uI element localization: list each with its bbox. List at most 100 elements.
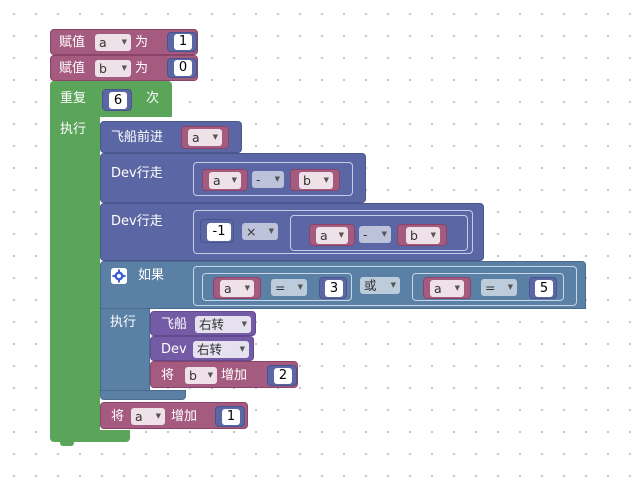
operator-dropdown[interactable]: -▼: [252, 171, 284, 188]
chevron-down-icon: ▼: [338, 231, 344, 239]
repeat-loop-arm: [50, 116, 100, 436]
logic-or-block[interactable]: a▼ =▼ 3 或▼ a▼ =▼ 5: [193, 266, 577, 306]
chevron-down-icon: ▼: [454, 284, 460, 292]
variable-dropdown-a[interactable]: a▼: [188, 129, 222, 146]
number-block[interactable]: 2: [267, 365, 297, 386]
repeat-keyword: 重复: [60, 91, 87, 106]
if-block-arm: [100, 308, 150, 394]
chevron-down-icon: ▼: [381, 230, 387, 238]
number-field[interactable]: -1: [207, 223, 231, 241]
logic-operator-dropdown[interactable]: 或▼: [360, 277, 400, 294]
number-block[interactable]: 5: [529, 277, 557, 299]
chevron-down-icon: ▼: [268, 227, 274, 235]
repeat-loop-block[interactable]: 重复 6 次: [50, 81, 172, 117]
chevron-down-icon: ▼: [212, 133, 218, 141]
repeat-loop-tab: [60, 440, 74, 446]
number-field[interactable]: 2: [274, 368, 292, 384]
compare-block[interactable]: a▼ =▼ 5: [412, 273, 564, 301]
number-block[interactable]: 6: [102, 89, 132, 111]
chevron-down-icon: ▼: [241, 320, 247, 328]
ship-turn-label: 飞船: [161, 317, 188, 332]
repeat-loop-bottom: [50, 430, 130, 442]
if-block-bottom: [100, 390, 186, 400]
direction-dropdown[interactable]: 右转▼: [193, 341, 249, 358]
chevron-down-icon: ▼: [231, 176, 237, 184]
variable-block-a[interactable]: a▼: [423, 277, 471, 299]
if-keyword: 如果: [138, 268, 165, 283]
chevron-down-icon: ▼: [507, 283, 513, 291]
to-keyword: 为: [135, 35, 149, 50]
chevron-down-icon: ▼: [207, 371, 213, 379]
to-keyword: 为: [135, 61, 149, 76]
by-keyword: 增加: [221, 368, 248, 383]
number-field[interactable]: 0: [174, 60, 192, 76]
chevron-down-icon: ▼: [121, 64, 127, 72]
change-keyword: 将: [161, 368, 175, 383]
chevron-down-icon: ▼: [430, 231, 436, 239]
variable-block-b[interactable]: b▼: [397, 224, 447, 246]
set-variable-b-block[interactable]: 赋值 b▼ 为 0: [50, 55, 198, 81]
variable-dropdown-a[interactable]: a▼: [430, 280, 464, 297]
chevron-down-icon: ▼: [121, 38, 127, 46]
variable-dropdown-b[interactable]: b▼: [406, 227, 440, 244]
arithmetic-block[interactable]: a▼ -▼ b▼: [193, 162, 353, 196]
variable-dropdown-b[interactable]: b▼: [95, 60, 131, 77]
chevron-down-icon: ▼: [155, 412, 161, 420]
compare-block[interactable]: a▼ =▼ 3: [202, 273, 352, 301]
set-variable-a-block[interactable]: 赋值 a▼ 为 1: [50, 29, 198, 55]
chevron-down-icon: ▼: [244, 284, 250, 292]
by-keyword: 增加: [171, 409, 198, 424]
number-block[interactable]: -1: [200, 219, 234, 243]
chevron-down-icon: ▼: [390, 281, 396, 289]
number-field[interactable]: 1: [222, 409, 240, 425]
chevron-down-icon: ▼: [239, 345, 245, 353]
number-field[interactable]: 3: [325, 280, 343, 297]
do-keyword: 执行: [60, 122, 87, 137]
direction-dropdown[interactable]: 右转▼: [195, 316, 251, 333]
number-block[interactable]: 1: [215, 406, 245, 427]
variable-block-a[interactable]: a▼: [213, 277, 261, 299]
variable-dropdown-a[interactable]: a▼: [220, 280, 254, 297]
if-block-header[interactable]: 如果 a▼ =▼ 3 或▼ a▼ =▼: [100, 261, 586, 309]
operator-dropdown[interactable]: -▼: [359, 226, 391, 243]
ship-forward-label: 飞船前进: [111, 130, 164, 145]
arithmetic-block[interactable]: a▼ -▼ b▼: [290, 215, 468, 251]
variable-dropdown-a[interactable]: a▼: [131, 408, 165, 425]
chevron-down-icon: ▼: [297, 283, 303, 291]
compare-operator-dropdown[interactable]: =▼: [481, 279, 517, 296]
change-variable-b-block[interactable]: 将 b▼ 增加 2: [150, 361, 298, 388]
number-field[interactable]: 5: [535, 280, 553, 297]
operator-dropdown[interactable]: ×▼: [242, 223, 278, 240]
number-block[interactable]: 0: [167, 58, 197, 78]
compare-operator-dropdown[interactable]: =▼: [271, 279, 307, 296]
chevron-down-icon: ▼: [323, 176, 329, 184]
variable-block-b[interactable]: b▼: [290, 169, 340, 191]
variable-dropdown-b[interactable]: b▼: [185, 367, 217, 384]
times-keyword: 次: [146, 91, 160, 106]
dev-turn-block[interactable]: Dev 右转▼: [150, 336, 254, 361]
variable-dropdown-a[interactable]: a▼: [316, 227, 348, 244]
variable-block-a[interactable]: a▼: [202, 169, 248, 191]
chevron-down-icon: ▼: [274, 175, 280, 183]
multiply-block[interactable]: -1 ×▼ a▼ -▼ b▼: [193, 210, 473, 254]
dev-walk-block[interactable]: Dev行走 a▼ -▼ b▼: [100, 153, 366, 203]
dev-walk-label: Dev行走: [111, 166, 163, 181]
variable-dropdown-b[interactable]: b▼: [299, 172, 333, 189]
repeat-count-field[interactable]: 6: [109, 92, 127, 109]
variable-dropdown-a[interactable]: a▼: [95, 34, 131, 51]
variable-block-a[interactable]: a▼: [309, 224, 355, 246]
variable-block-a[interactable]: a▼: [181, 126, 229, 149]
change-variable-a-block[interactable]: 将 a▼ 增加 1: [100, 402, 248, 429]
change-keyword: 将: [111, 409, 125, 424]
gear-icon[interactable]: [111, 268, 127, 284]
number-block[interactable]: 3: [319, 277, 347, 299]
dev-walk-label: Dev行走: [111, 214, 163, 229]
do-keyword: 执行: [110, 315, 137, 330]
number-field[interactable]: 1: [174, 34, 192, 50]
dev-turn-label: Dev: [161, 342, 187, 357]
number-block[interactable]: 1: [167, 32, 197, 52]
ship-turn-block[interactable]: 飞船 右转▼: [150, 311, 256, 336]
variable-dropdown-a[interactable]: a▼: [209, 172, 241, 189]
dev-walk-block[interactable]: Dev行走 -1 ×▼ a▼ -▼ b▼: [100, 203, 484, 261]
ship-forward-block[interactable]: 飞船前进 a▼: [100, 121, 242, 153]
